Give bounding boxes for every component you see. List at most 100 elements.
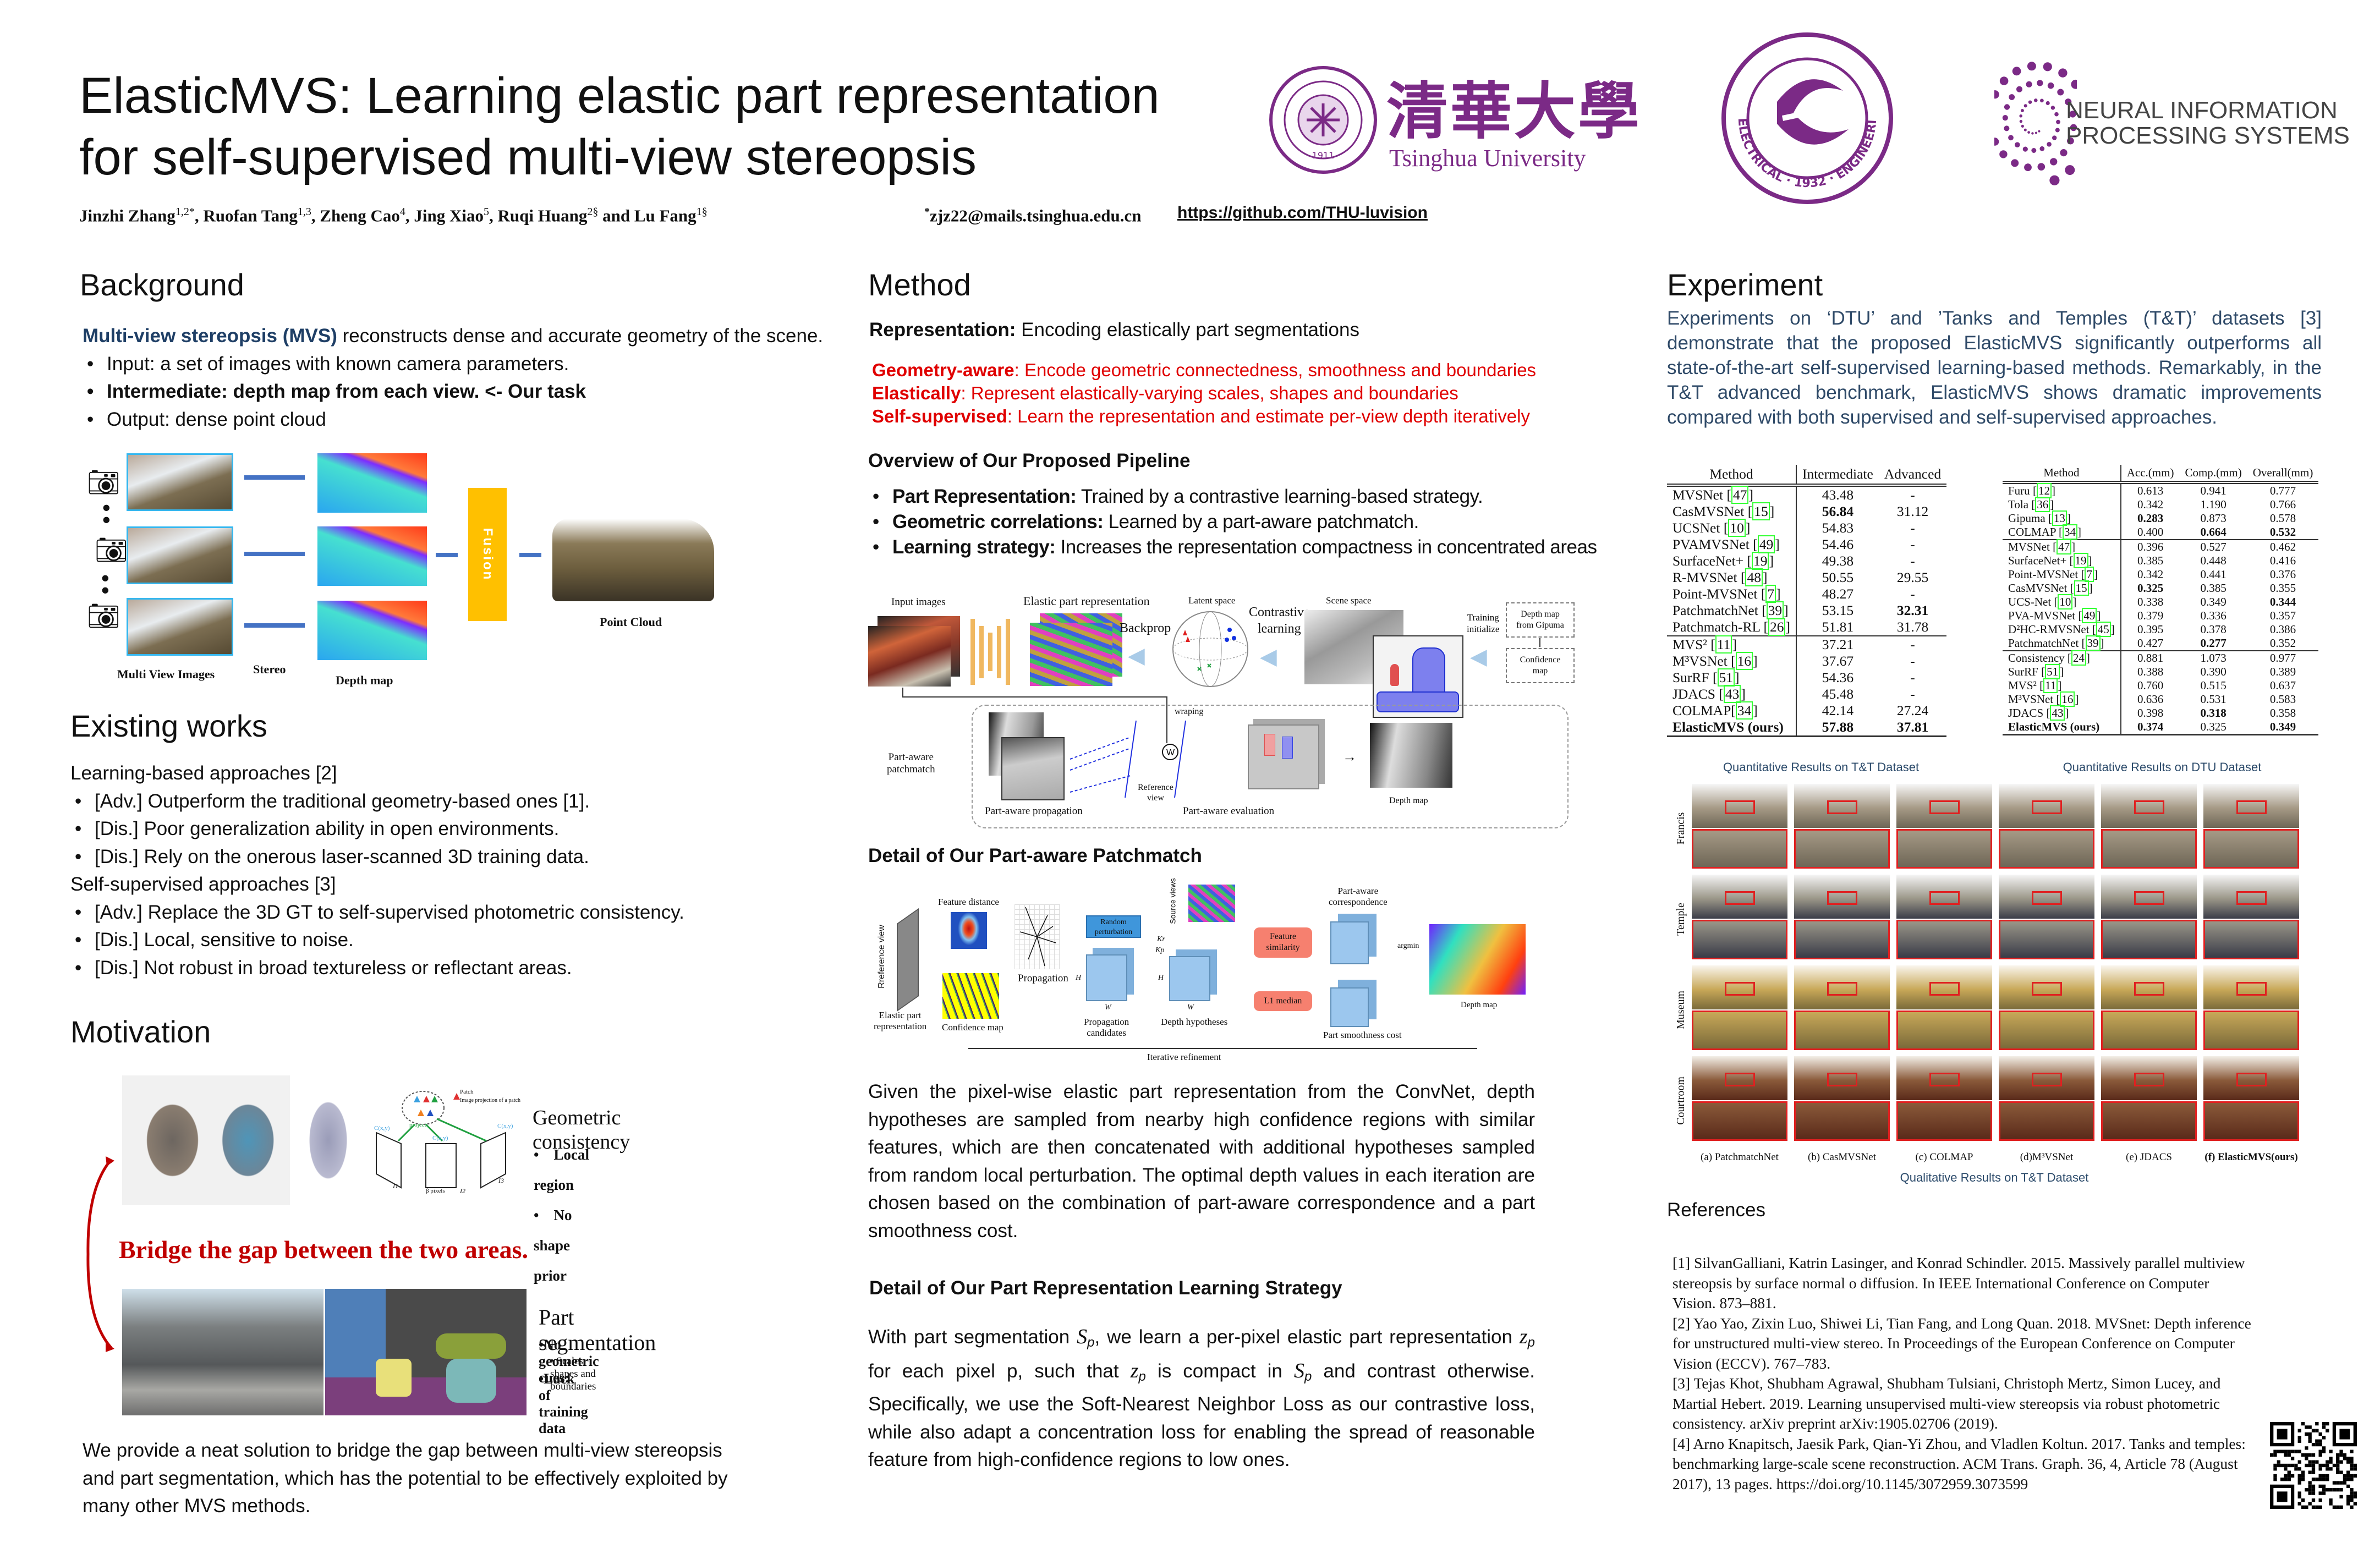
logo-dot bbox=[2050, 106, 2055, 110]
method-cell: Point-MVSNet [7] bbox=[1667, 585, 1797, 603]
logo-dot bbox=[2034, 98, 2038, 102]
representation-line: Representation: Encoding elastically par… bbox=[869, 316, 1359, 344]
ellipsis-dots: •• bbox=[101, 565, 109, 603]
fusion-label: Fusion bbox=[480, 528, 495, 581]
citation-link[interactable]: 11 bbox=[2043, 678, 2058, 693]
citation-link[interactable]: 51 bbox=[2045, 664, 2060, 679]
citation-link[interactable]: 45 bbox=[2096, 622, 2111, 637]
citation-link[interactable]: 19 bbox=[2073, 553, 2088, 568]
bracket: [ bbox=[2067, 651, 2071, 665]
citation-link[interactable]: 34 bbox=[2063, 524, 2077, 540]
citation-link[interactable]: 7 bbox=[2085, 567, 2094, 582]
qr-code[interactable] bbox=[2270, 1422, 2357, 1509]
citation-link[interactable]: 51 bbox=[1717, 668, 1735, 687]
bracket: [ bbox=[2081, 636, 2086, 650]
citation-link[interactable]: 11 bbox=[1715, 635, 1732, 654]
value-cell: 0.448 bbox=[2200, 554, 2227, 567]
highlight-box bbox=[1929, 1073, 1960, 1086]
bracket: [ bbox=[1753, 536, 1758, 552]
connector-line bbox=[902, 688, 903, 698]
list-item: • Scales, shapes and boundaries bbox=[550, 1355, 596, 1392]
email-text[interactable]: zjz22@mails.tsinghua.edu.cn bbox=[930, 206, 1142, 226]
citation-link[interactable]: 34 bbox=[1735, 701, 1753, 720]
method-label: (b) CasMVSNet bbox=[1807, 1151, 1877, 1163]
diagram-label: C(x,y) bbox=[374, 1125, 390, 1132]
mvs-term: Multi-view stereopsis (MVS) bbox=[83, 325, 337, 347]
depth-map-image bbox=[317, 453, 427, 513]
citation-link[interactable]: 49 bbox=[1757, 535, 1775, 553]
reconstruction-thumbnail bbox=[1999, 875, 2094, 919]
column-header: Comp.(mm) bbox=[2179, 465, 2247, 484]
citation-link[interactable]: 49 bbox=[2082, 608, 2097, 623]
reconstruction-thumbnail bbox=[1999, 1056, 2094, 1100]
input-image bbox=[868, 626, 951, 687]
logo-dot bbox=[2023, 128, 2027, 131]
diagram-label: C(x,y) bbox=[497, 1123, 513, 1129]
citation-link[interactable]: 7 bbox=[1765, 585, 1776, 603]
citation-link[interactable]: 24 bbox=[2071, 650, 2086, 666]
zoom-inset bbox=[1692, 920, 1787, 959]
citation-link[interactable]: 43 bbox=[2050, 705, 2065, 721]
citation-link[interactable]: 10 bbox=[1728, 519, 1746, 537]
value-cell: 0.398 bbox=[2137, 706, 2164, 720]
table-row: MVS² [11]37.21- bbox=[1667, 635, 1947, 654]
patchmatch-paragraph: Given the pixel-wise elastic part repres… bbox=[868, 1081, 1535, 1242]
citation-link[interactable]: 47 bbox=[2057, 539, 2072, 554]
citation-link[interactable]: 48 bbox=[1745, 568, 1763, 586]
logo-dot bbox=[2015, 142, 2020, 147]
feature-distance-heatmap bbox=[951, 912, 987, 949]
value-cell: - bbox=[1910, 536, 1915, 552]
value-cell: 42.14 bbox=[1822, 702, 1854, 718]
citation-link[interactable]: 16 bbox=[1735, 652, 1753, 670]
method-name: PVA-MVSNet bbox=[2008, 609, 2079, 622]
diagram-label: Patch bbox=[460, 1089, 474, 1095]
value-cell: 0.357 bbox=[2269, 609, 2296, 622]
citation-link[interactable]: 47 bbox=[1731, 486, 1749, 504]
citation-link[interactable]: 26 bbox=[1768, 618, 1786, 636]
arrow-right-icon bbox=[244, 475, 305, 480]
label-h: H bbox=[1076, 974, 1082, 982]
motivation-heading: Motivation bbox=[70, 1014, 211, 1049]
citation-link[interactable]: 12 bbox=[2036, 483, 2052, 498]
ee-department-logo: ELECTRICAL · 1932 · ENGINEERING bbox=[1712, 20, 1898, 206]
encoder-bar bbox=[979, 626, 984, 678]
value-cell: - bbox=[1878, 635, 1947, 653]
author-separator: , bbox=[311, 206, 320, 226]
citation-link[interactable]: 13 bbox=[2052, 510, 2067, 526]
bracket: ] bbox=[2050, 498, 2054, 511]
contact-email: *zjz22@mails.tsinghua.edu.cn bbox=[924, 206, 1142, 226]
zoom-inset bbox=[1794, 829, 1890, 869]
github-link[interactable]: https://github.com/THU-luvision bbox=[1177, 204, 1428, 222]
bracket: ] bbox=[1769, 503, 1775, 519]
poster-title: ElasticMVS: Learning elastic part repres… bbox=[79, 65, 1160, 188]
neurips-wordmark: NEURAL INFORMATION PROCESSING SYSTEMS bbox=[2066, 98, 2350, 149]
citation-link[interactable]: 43 bbox=[1723, 685, 1741, 703]
experiment-heading: Experiment bbox=[1667, 267, 1823, 302]
zoom-inset bbox=[1999, 829, 2094, 869]
citation-link[interactable]: 16 bbox=[2060, 691, 2075, 707]
encoder-bar bbox=[988, 633, 992, 671]
reference-item: [1] SilvanGalliani, Katrin Lasinger, and… bbox=[1672, 1254, 2245, 1311]
value-cell: 0.277 bbox=[2200, 636, 2227, 650]
citation-link[interactable]: 19 bbox=[1751, 552, 1769, 570]
value-cell: 49.38 bbox=[1822, 553, 1854, 569]
zoom-inset bbox=[1999, 1011, 2094, 1050]
citation-link[interactable]: 15 bbox=[2074, 580, 2089, 596]
connector-line bbox=[1539, 638, 1540, 647]
value-cell: 0.349 bbox=[2247, 720, 2319, 735]
citation-link[interactable]: 10 bbox=[2058, 594, 2073, 609]
citation-link[interactable]: 39 bbox=[2085, 635, 2101, 651]
bullet-intermediate: Intermediate: depth map from each view. … bbox=[83, 378, 842, 406]
property-geometry-aware: Geometry-aware: Encode geometric connect… bbox=[872, 360, 1537, 380]
citation-link[interactable]: 39 bbox=[1766, 601, 1784, 619]
citation-link[interactable]: 15 bbox=[1752, 502, 1770, 520]
highlight-box bbox=[2032, 982, 2062, 996]
table-row: MVSNet [47]43.48- bbox=[1667, 485, 1946, 504]
citation-link[interactable]: 36 bbox=[2035, 497, 2050, 512]
bullet-input: Input: a set of images with known camera… bbox=[83, 350, 842, 378]
logo-dot bbox=[2047, 82, 2054, 89]
label-kp: Kp bbox=[1155, 946, 1165, 954]
